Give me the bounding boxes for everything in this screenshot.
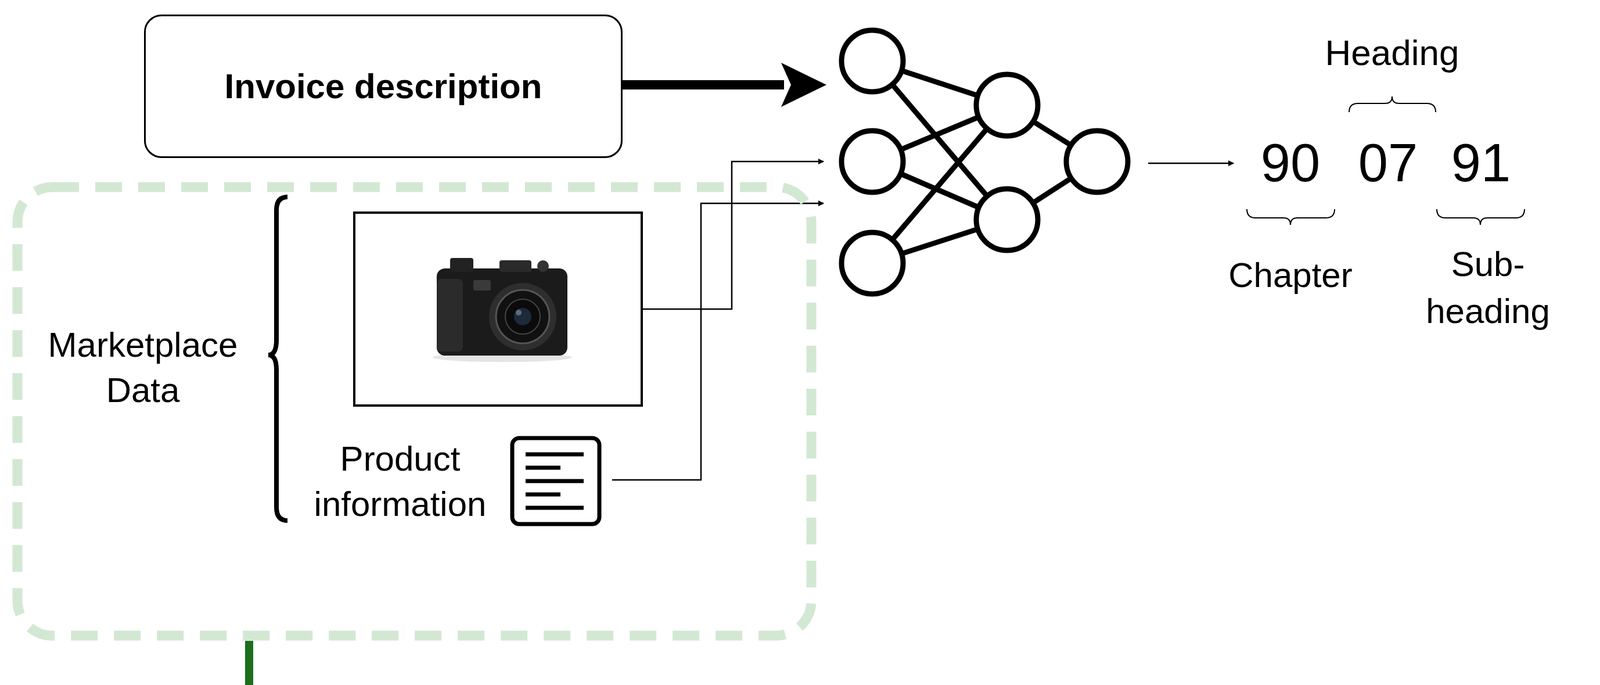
exit-line bbox=[245, 640, 254, 685]
box-label: Invoice description bbox=[224, 66, 543, 107]
dashed-border bbox=[17, 187, 812, 636]
code-digits: 91 bbox=[1451, 133, 1511, 193]
dashed-outline bbox=[12, 181, 817, 641]
camera-illustration bbox=[432, 257, 573, 362]
arrow-head bbox=[781, 62, 827, 107]
network-links bbox=[872, 60, 1098, 264]
curly-brace bbox=[268, 196, 288, 521]
code-digits: 07 bbox=[1358, 133, 1418, 193]
subheading-brace bbox=[1436, 209, 1525, 225]
output-arrow bbox=[1148, 162, 1234, 165]
region-label: Marketplace Data bbox=[48, 322, 239, 413]
chapter-brace bbox=[1246, 209, 1335, 225]
part-name: Sub- heading bbox=[1425, 240, 1551, 335]
text-label: Product information bbox=[314, 436, 487, 527]
process-box: Invoice description bbox=[144, 14, 623, 158]
part-name: Heading bbox=[1325, 31, 1460, 75]
image-frame bbox=[354, 212, 642, 406]
data-region: Marketplace Data bbox=[12, 181, 817, 641]
text-wire bbox=[612, 203, 824, 480]
part-name: Chapter bbox=[1228, 254, 1353, 297]
input-arrow bbox=[622, 80, 785, 90]
code-digits: 90 bbox=[1260, 133, 1321, 193]
heading-brace bbox=[1349, 96, 1436, 113]
document-icon bbox=[512, 437, 600, 524]
network-neurons bbox=[841, 30, 1128, 294]
